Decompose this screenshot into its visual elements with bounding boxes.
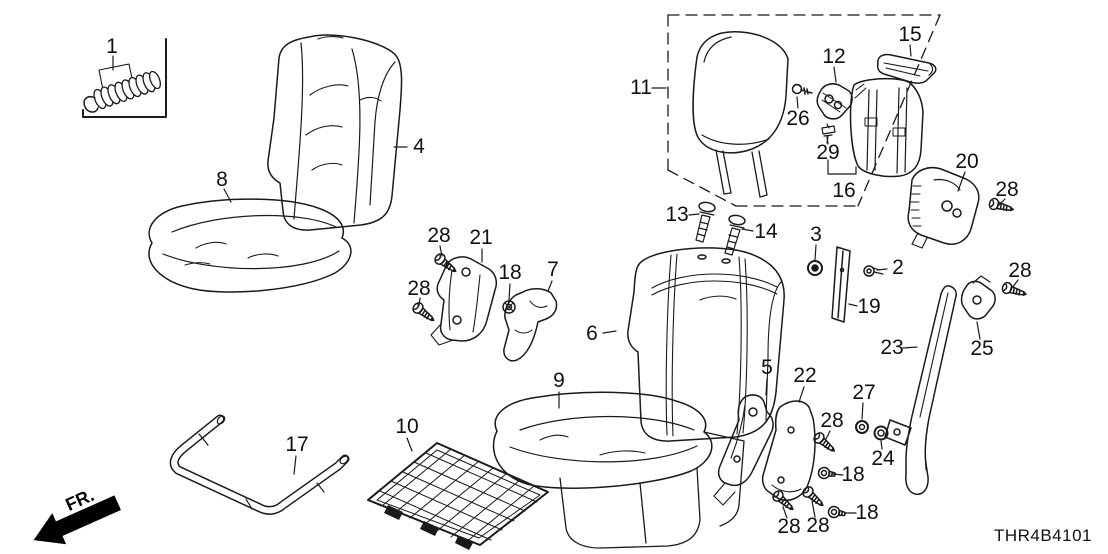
part-12-drawing	[816, 83, 853, 120]
part-21-drawing	[430, 256, 498, 346]
part-27-drawing	[855, 420, 869, 434]
part-15-drawing	[876, 53, 937, 84]
part-3-drawing	[807, 260, 823, 276]
part-9-drawing	[492, 391, 745, 549]
part-11-drawing	[692, 31, 789, 198]
fr-direction-arrow: FR.	[33, 485, 121, 545]
part-16-drawing	[827, 77, 924, 178]
part-19-drawing	[831, 246, 851, 323]
part-17-drawing	[169, 414, 350, 515]
part-7-drawing	[503, 288, 558, 362]
part-6-drawing	[627, 247, 785, 442]
part-25-drawing	[960, 275, 996, 320]
part-14-drawing	[724, 214, 746, 256]
part-29-drawing	[821, 123, 836, 144]
part-2-drawing	[863, 265, 884, 277]
part-1-drawing	[82, 38, 167, 118]
part-10-drawing	[367, 442, 549, 550]
part-18-drawing	[502, 300, 516, 314]
diagram-code: THR4B4101	[993, 526, 1092, 545]
group-bracket-dashed	[667, 14, 941, 207]
part-13-drawing	[695, 201, 716, 243]
part-24-drawing	[873, 425, 889, 441]
part-26-drawing	[791, 83, 813, 95]
part-20-drawing	[907, 166, 980, 249]
part-22-drawing	[761, 400, 816, 502]
part-8-drawing	[148, 198, 352, 293]
part-4-drawing	[267, 34, 403, 231]
part-5-drawing	[713, 394, 774, 506]
leader-lines	[223, 44, 1019, 519]
part-23-drawing	[884, 285, 957, 496]
